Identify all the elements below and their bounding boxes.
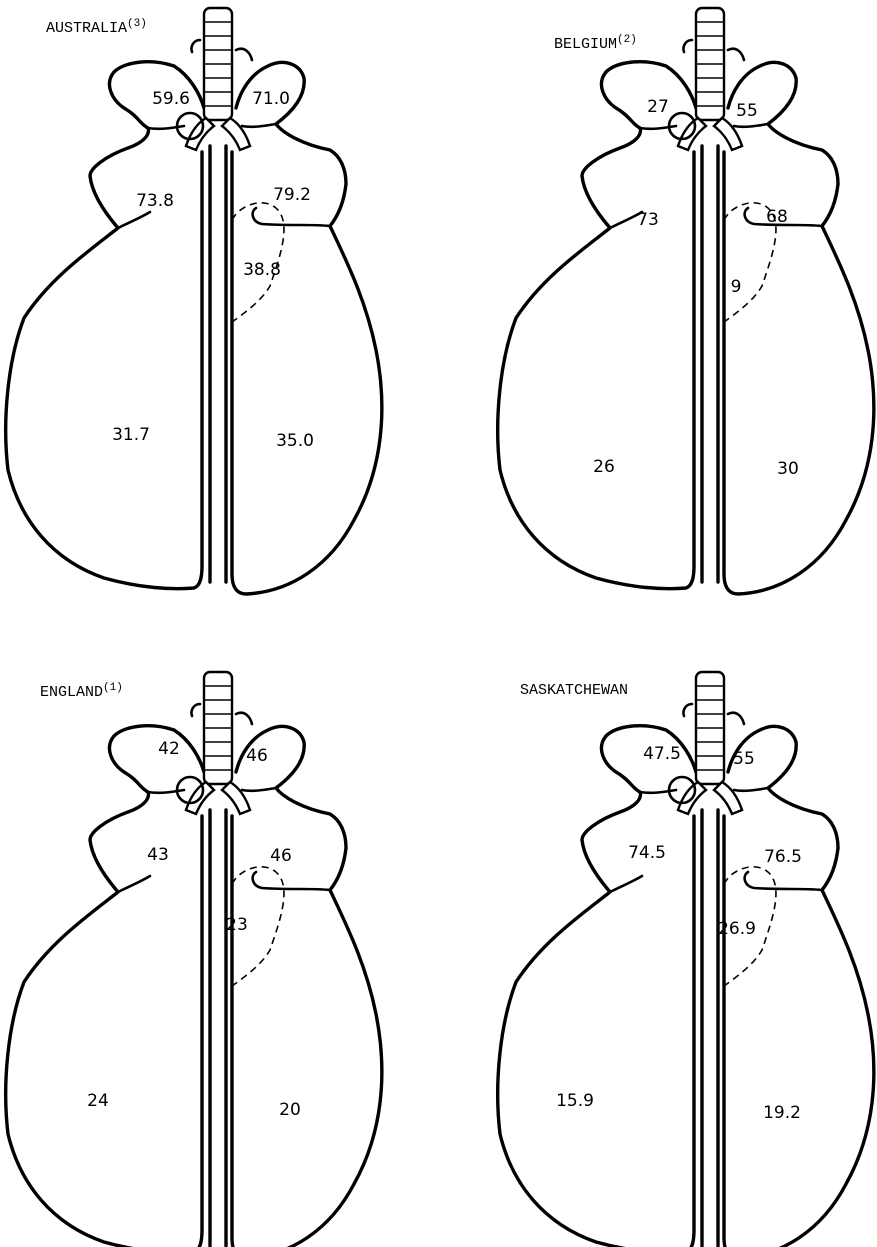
value-upper-right: 55: [736, 101, 758, 121]
value-middle-right: 76.5: [764, 847, 802, 867]
value-lower-right: 30: [777, 459, 799, 479]
value-middle-left: 74.5: [628, 843, 666, 863]
panel-australia: AUSTRALIA(3) 59.6 71.0 73.8 79.2 38.8 31…: [6, 8, 382, 594]
value-lower-right: 35.0: [276, 431, 314, 451]
value-middle-right: 46: [270, 846, 292, 866]
value-upper-right: 71.0: [252, 89, 290, 109]
panel-belgium: BELGIUM(2) 27 55 73 68 9 26 30: [498, 8, 874, 594]
value-upper-left: 42: [158, 739, 180, 759]
value-lower-left: 26: [593, 457, 615, 477]
value-inner-right: 9: [731, 277, 742, 297]
value-upper-left: 47.5: [643, 744, 681, 764]
panel-saskatchewan: SASKATCHEWAN 47.5 55 74.5 76.5 26.9 15.9…: [498, 672, 874, 1247]
region-label: SASKATCHEWAN: [520, 682, 628, 699]
value-lower-left: 24: [87, 1091, 109, 1111]
value-middle-left: 43: [147, 845, 169, 865]
value-middle-left: 73: [637, 210, 659, 230]
value-upper-right: 46: [246, 746, 268, 766]
value-upper-left: 59.6: [152, 89, 190, 109]
value-upper-right: 55: [733, 749, 755, 769]
value-upper-left: 27: [647, 97, 669, 117]
panel-england: ENGLAND(1) 42 46 43 46 23 24 20: [6, 672, 382, 1247]
value-inner-right: 23: [226, 915, 248, 935]
region-label: AUSTRALIA(3): [46, 18, 147, 37]
value-lower-left: 31.7: [112, 425, 150, 445]
value-inner-right: 26.9: [718, 919, 756, 939]
value-inner-right: 38.8: [243, 260, 281, 280]
region-label: BELGIUM(2): [554, 34, 637, 53]
value-lower-left: 15.9: [556, 1091, 594, 1111]
value-lower-right: 20: [279, 1100, 301, 1120]
value-middle-right: 79.2: [273, 185, 311, 205]
value-middle-left: 73.8: [136, 191, 174, 211]
region-label: ENGLAND(1): [40, 682, 123, 701]
value-lower-right: 19.2: [763, 1103, 801, 1123]
value-middle-right: 68: [766, 207, 788, 227]
